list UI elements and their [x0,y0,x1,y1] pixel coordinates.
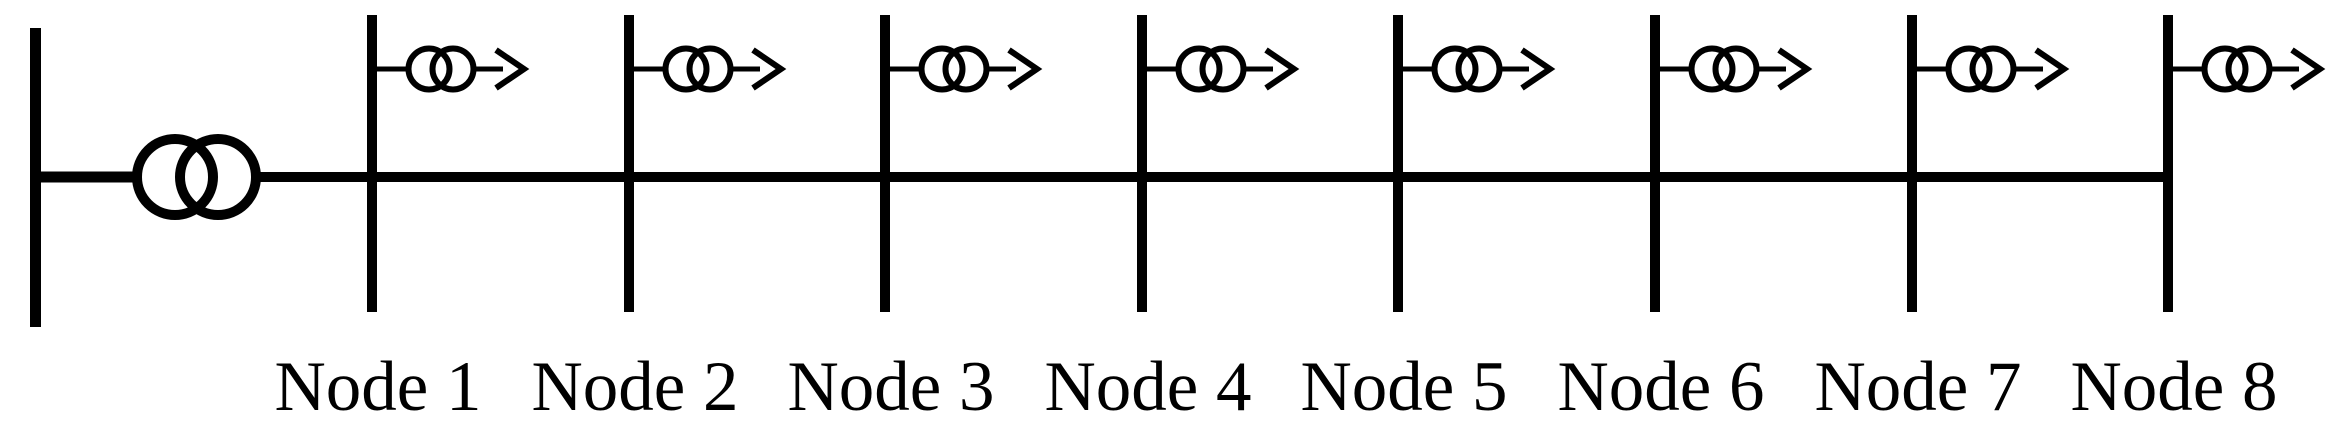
load-branch [1912,45,2070,93]
node-label: Node 6 [1557,348,1764,426]
load-transformer-icon [1945,45,2017,93]
load-transformer-primary-icon [1945,45,1993,93]
load-transformer-secondary-icon [1199,45,1247,93]
node-label: Node 3 [787,348,994,426]
load-transformer-secondary-icon [942,45,990,93]
node-group-4: Node 4 [1044,15,1300,426]
load-transformer-icon [2201,45,2273,93]
load-arrow-head-icon [494,47,530,91]
load-transformer-primary-icon [2201,45,2249,93]
load-transformer-icon [662,45,734,93]
load-arrow-head-icon [1777,47,1813,91]
load-branch [1142,45,1300,93]
load-arrow-head-icon [1520,47,1556,91]
load-transformer-secondary-icon [1712,45,1760,93]
load-transformer-primary-icon [1688,45,1736,93]
node-label: Node 8 [2070,348,2277,426]
load-transformer-primary-icon [662,45,710,93]
load-transformer-primary-icon [1431,45,1479,93]
load-arrow-head-icon [751,47,787,91]
node-group-7: Node 7 [1814,15,2070,426]
node-label: Node 2 [531,348,738,426]
node-group-3: Node 3 [787,15,1043,426]
load-transformer-primary-icon [918,45,966,93]
load-transformer-icon [1688,45,1760,93]
load-transformer-icon [918,45,990,93]
load-arrow-head-icon [2290,47,2326,91]
node-group-5: Node 5 [1300,15,1556,426]
load-transformer-icon [405,45,477,93]
node-group-6: Node 6 [1557,15,1813,426]
node-label: Node 5 [1300,348,1507,426]
load-transformer-secondary-icon [429,45,477,93]
transformer-secondary-winding-icon [175,134,261,220]
main-transformer-icon [132,134,261,220]
load-branch [1655,45,1813,93]
source-group [30,28,261,327]
load-transformer-secondary-icon [686,45,734,93]
load-arrow-head-icon [1007,47,1043,91]
load-branch [372,45,530,93]
load-branch [629,45,787,93]
load-arrow-head-icon [1264,47,1300,91]
load-transformer-secondary-icon [1455,45,1503,93]
load-transformer-icon [1431,45,1503,93]
load-transformer-secondary-icon [1969,45,2017,93]
load-transformer-icon [1175,45,1247,93]
transformer-primary-winding-icon [132,134,218,220]
node-group-2: Node 2 [531,15,787,426]
node-label: Node 4 [1044,348,1251,426]
load-branch [2168,45,2326,93]
load-transformer-primary-icon [1175,45,1223,93]
node-label: Node 7 [1814,348,2021,426]
load-transformer-secondary-icon [2225,45,2273,93]
node-group-8: Node 8 [2070,15,2326,426]
load-arrow-head-icon [2034,47,2070,91]
load-transformer-primary-icon [405,45,453,93]
load-branch [1398,45,1556,93]
load-branch [885,45,1043,93]
node-group-1: Node 1 [274,15,530,426]
node-label: Node 1 [274,348,481,426]
